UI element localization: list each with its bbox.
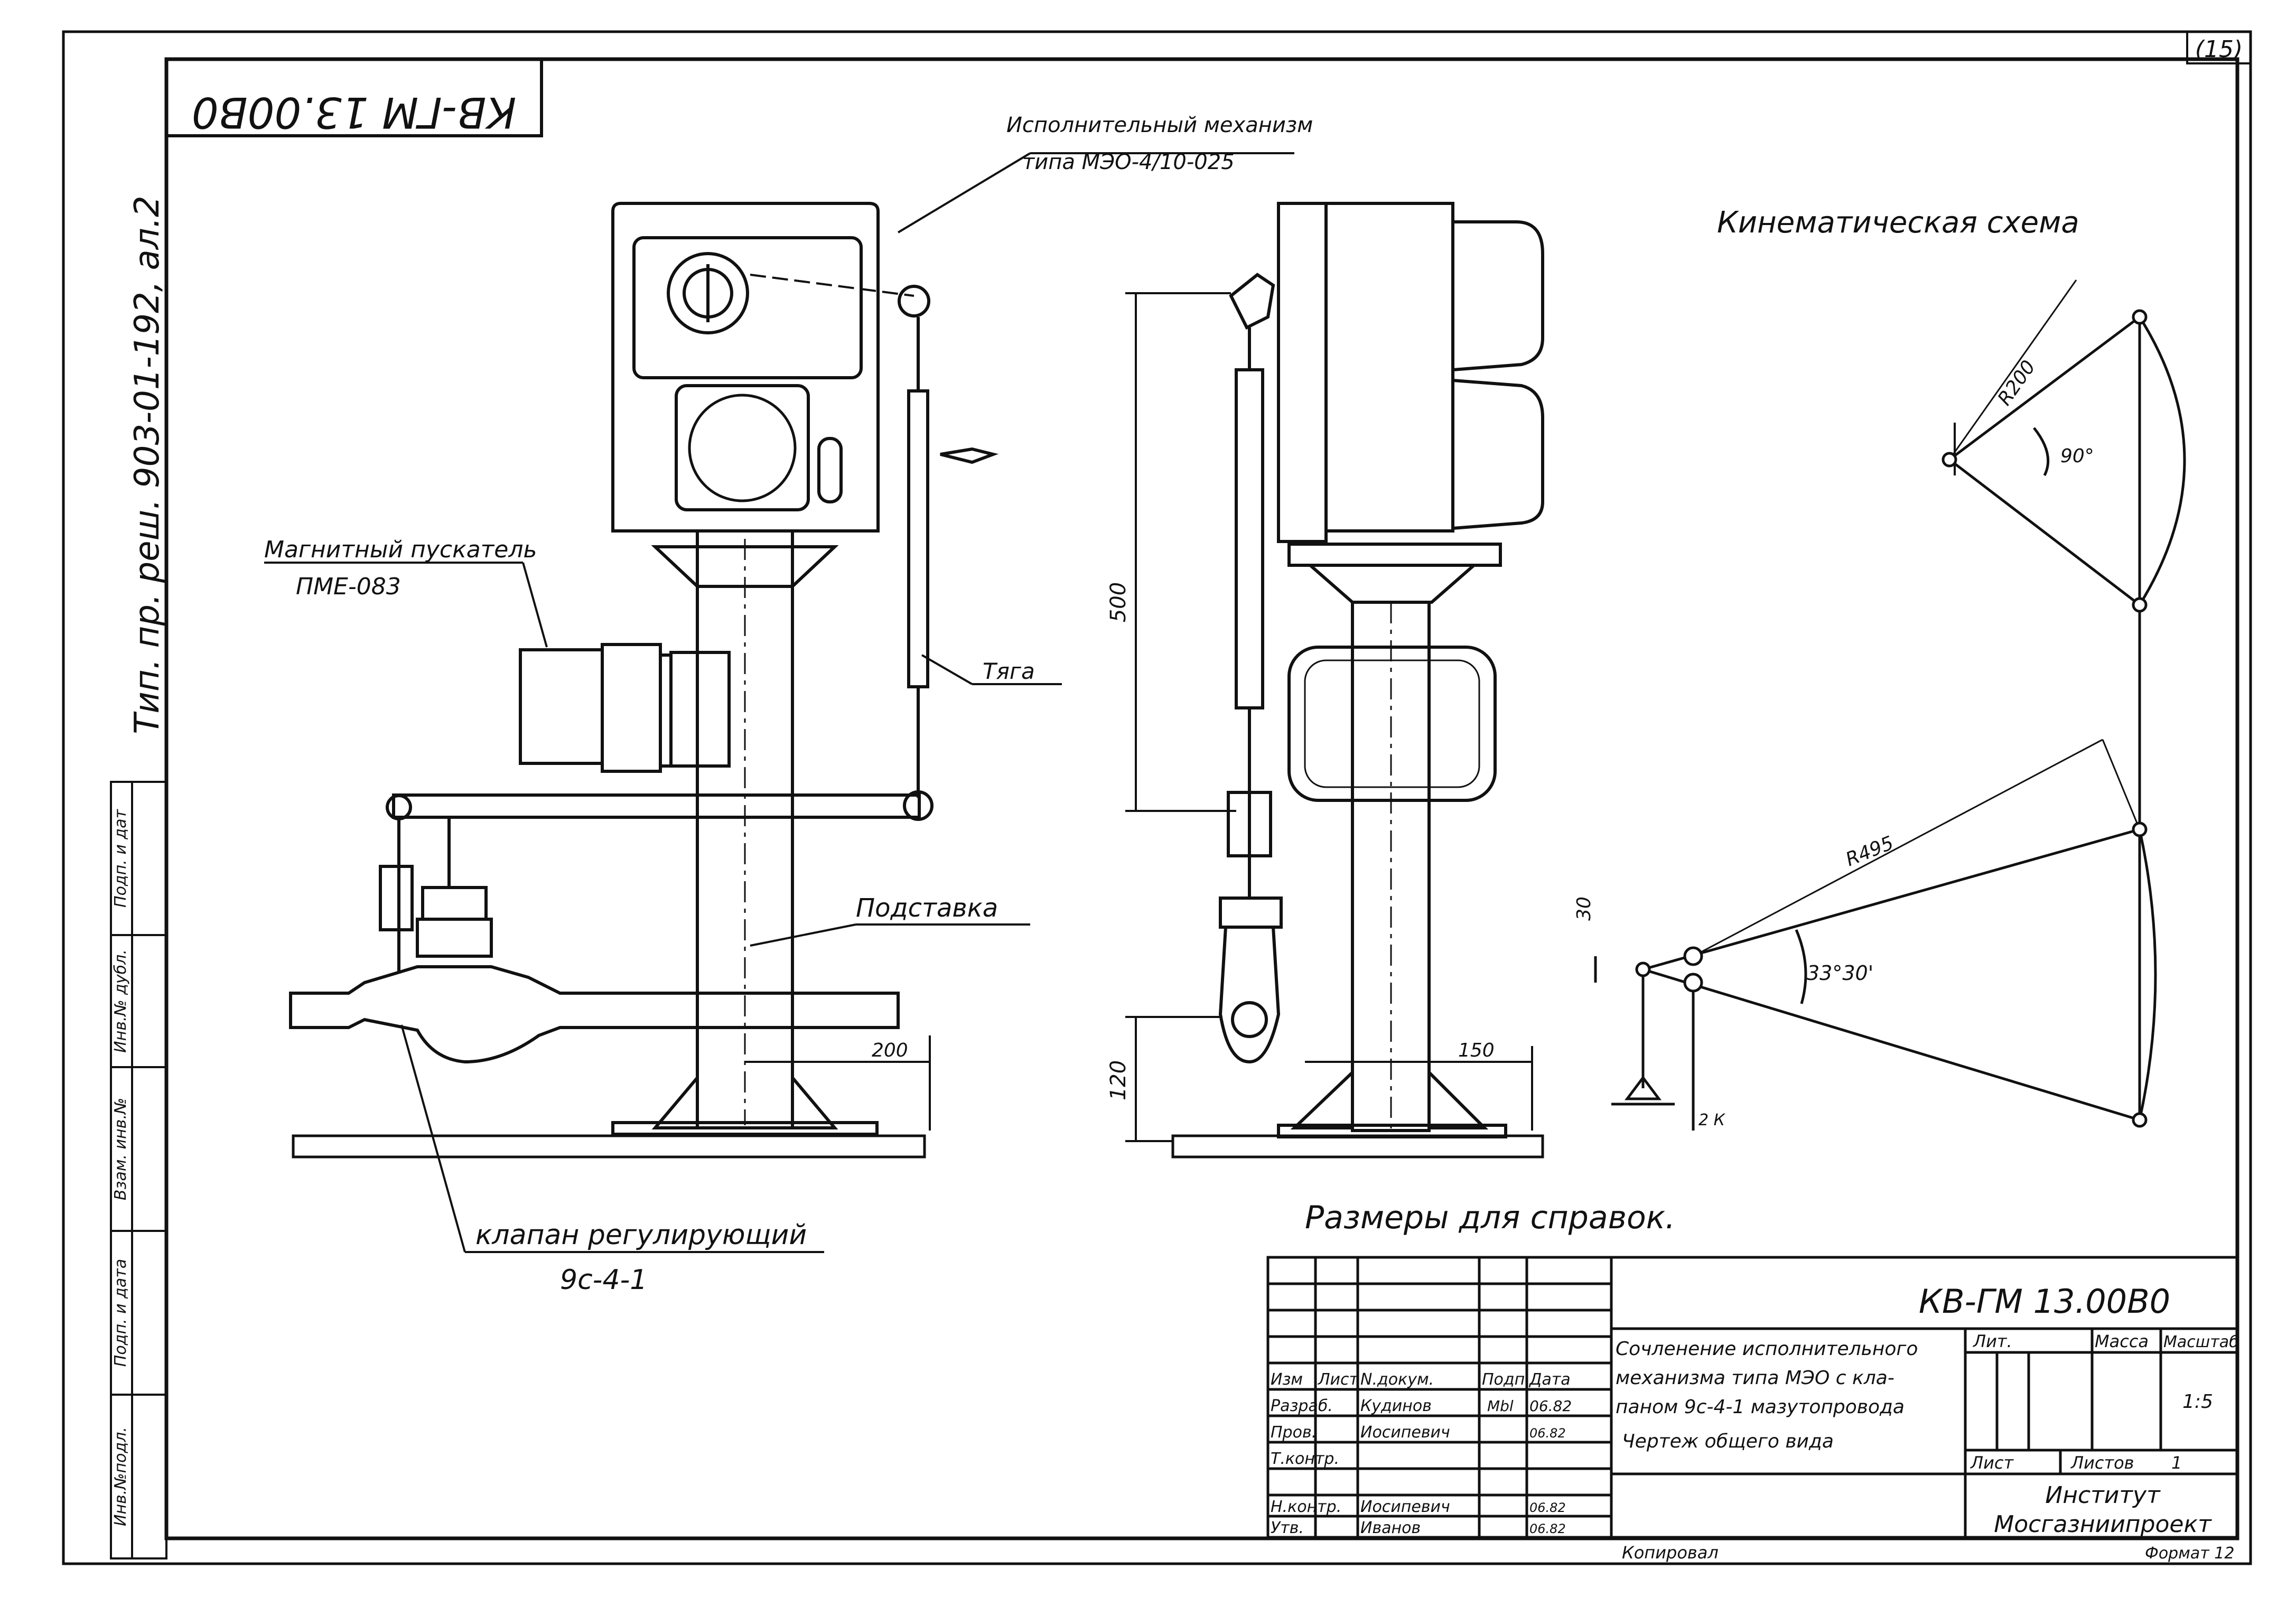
scale-value: 1:5 [2182, 1391, 2213, 1413]
front-dim-200: 200 [872, 1040, 908, 1061]
page-number: (15) [2195, 36, 2243, 63]
desc-line4: Чертеж общего вида [1622, 1431, 1834, 1452]
role-check: Пров. [1271, 1423, 1317, 1442]
margin-label-5: Инв.№подл. [111, 1427, 130, 1526]
margin-label-4: Подп. и дата [111, 1259, 130, 1367]
kin-angle90: 90° [2060, 445, 2094, 467]
kin-r495: R495 [1843, 832, 1897, 871]
copied-label: Копировал [1622, 1543, 1719, 1563]
lit-label: Лит. [1973, 1331, 2012, 1351]
desc-line2: механизма типа МЭО с кла- [1616, 1367, 1894, 1389]
kinematic-pivots [1635, 309, 2148, 1128]
desc-line3: паном 9с-4-1 мазутопровода [1616, 1396, 1905, 1418]
kin-angle33: 33°30' [1807, 961, 1873, 985]
side-view-dims [1125, 292, 1533, 1142]
front-view-leaders [264, 152, 1294, 1253]
stand-label: Подставка [856, 893, 998, 923]
margin-label-1: Подп. и дат [111, 808, 130, 908]
rod-label: Тяга [983, 658, 1035, 684]
front-view [289, 202, 999, 1159]
mass-label: Масса [2095, 1331, 2149, 1351]
org-line2: Мосгазниипроект [1994, 1511, 2212, 1538]
title-block [1266, 1256, 2239, 1539]
name-approve: Иванов [1360, 1519, 1421, 1537]
hdr-izm: Изм [1271, 1370, 1303, 1389]
sheet-label: Лист [1970, 1453, 2014, 1473]
desc-line1: Сочленение исполнительного [1616, 1338, 1918, 1360]
kin-r200: R200 [1994, 357, 2040, 409]
format-label: Формат 12 [2145, 1544, 2234, 1563]
actuator-label-line1: Исполнительный механизм [1006, 113, 1313, 137]
starter-label-line2: ПМЕ-083 [296, 573, 401, 600]
rotated-code-box: КВ-ГМ 13.00В0 [165, 58, 543, 137]
role-approve: Утв. [1271, 1519, 1304, 1537]
actuator-label-line2: типа МЭО-4/10-025 [1022, 150, 1235, 174]
date-ncontrol: 06.82 [1529, 1500, 1566, 1515]
side-dim-150: 150 [1458, 1040, 1495, 1061]
kin-dim-small: 2 К [1698, 1111, 1726, 1129]
scale-label: Масштаб [2163, 1333, 2239, 1351]
side-reference: Тип. пр. реш. 903-01-192, ал.2 [128, 195, 167, 734]
org-line1: Институт [2045, 1482, 2161, 1509]
date-dev: 06.82 [1529, 1397, 1572, 1415]
date-approve: 06.82 [1529, 1521, 1566, 1536]
name-check: Иосипевич [1360, 1423, 1450, 1442]
title-code: КВ-ГМ 13.00В0 [1919, 1282, 2170, 1321]
margin-stamp [110, 781, 167, 1559]
name-ncontrol: Иосипевич [1360, 1498, 1450, 1516]
role-dev: Разраб. [1271, 1397, 1333, 1415]
side-dim-500: 500 [1106, 582, 1131, 622]
hdr-sign: Подп. [1482, 1370, 1530, 1389]
reference-note: Размеры для справок. [1305, 1199, 1675, 1236]
starter-label-line1: Магнитный пускатель [264, 536, 537, 563]
hdr-ndoc: N.докум. [1360, 1370, 1434, 1389]
kinematic-title: Кинематическая схема [1717, 206, 2079, 240]
sheets-label: Листов [2070, 1453, 2134, 1473]
sign-dev: Mbl [1487, 1397, 1514, 1415]
role-tcontrol: Т.контр. [1271, 1450, 1339, 1468]
valve-label-line1: клапан регулирующий [475, 1219, 807, 1251]
rotated-code: КВ-ГМ 13.00В0 [192, 88, 516, 137]
kinematic-scheme [1594, 279, 2186, 1131]
date-check: 06.82 [1529, 1426, 1566, 1441]
margin-label-2: Инв.№ дубл. [111, 949, 130, 1053]
margin-label-3: Взам. инв.№ [111, 1098, 130, 1200]
role-ncontrol: Н.контр. [1271, 1498, 1341, 1516]
hdr-date: Дата [1528, 1370, 1571, 1389]
kin-dim30: 30 [1573, 896, 1595, 921]
valve-label-line2: 9с-4-1 [560, 1264, 647, 1296]
side-view [1171, 202, 1544, 1159]
hdr-list: Лист [1318, 1370, 1359, 1389]
name-dev: Кудинов [1360, 1397, 1432, 1415]
sheets-value: 1 [2171, 1453, 2182, 1473]
side-dim-120: 120 [1106, 1060, 1131, 1100]
